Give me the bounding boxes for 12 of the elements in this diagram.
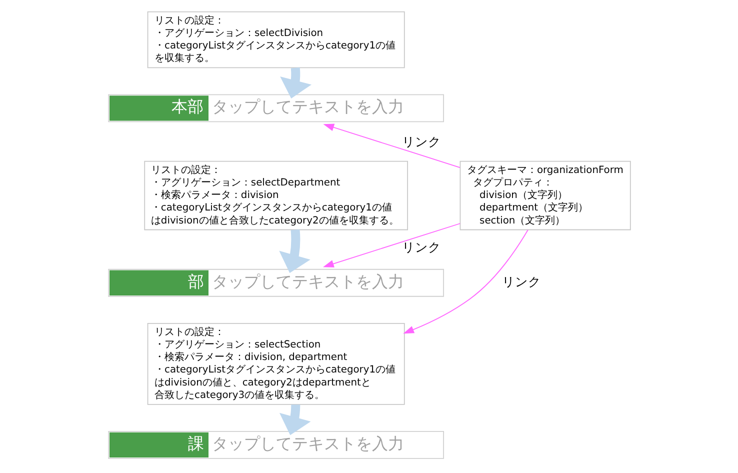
node-box: リストの設定： ・アグリゲーション：selectSection ・検索パラメータ：division, department ・categoryListタグインスタンスからcategory1の値はdivisionの値と、category2はdepartmentと合致したcategory3の値を収集する。 xyxy=(146,322,404,405)
arrow xyxy=(322,124,460,168)
arrow xyxy=(322,223,460,268)
arrow xyxy=(278,404,310,436)
node-box: リストの設定： ・アグリゲーション：selectDivision ・categoryListタグインスタンスからcategory1の値を収集する。 xyxy=(146,11,404,68)
arrow xyxy=(280,67,312,98)
edge-label: リンク xyxy=(501,274,540,290)
node-box: タグスキーマ：organizationForm タグプロパティ： division（文字列） department（文字列） section（文字列） xyxy=(459,160,630,230)
edge-label: リンク xyxy=(402,240,440,255)
edge-label: リンク xyxy=(402,134,440,150)
arrow xyxy=(402,229,528,334)
node-box: リストの設定： ・アグリゲーション：selectDepartment ・検索パラメータ：division ・categoryListタグインスタンスからcategory1の値はdivisionの値と合致したcategory2の値を収集する。 xyxy=(144,160,408,230)
